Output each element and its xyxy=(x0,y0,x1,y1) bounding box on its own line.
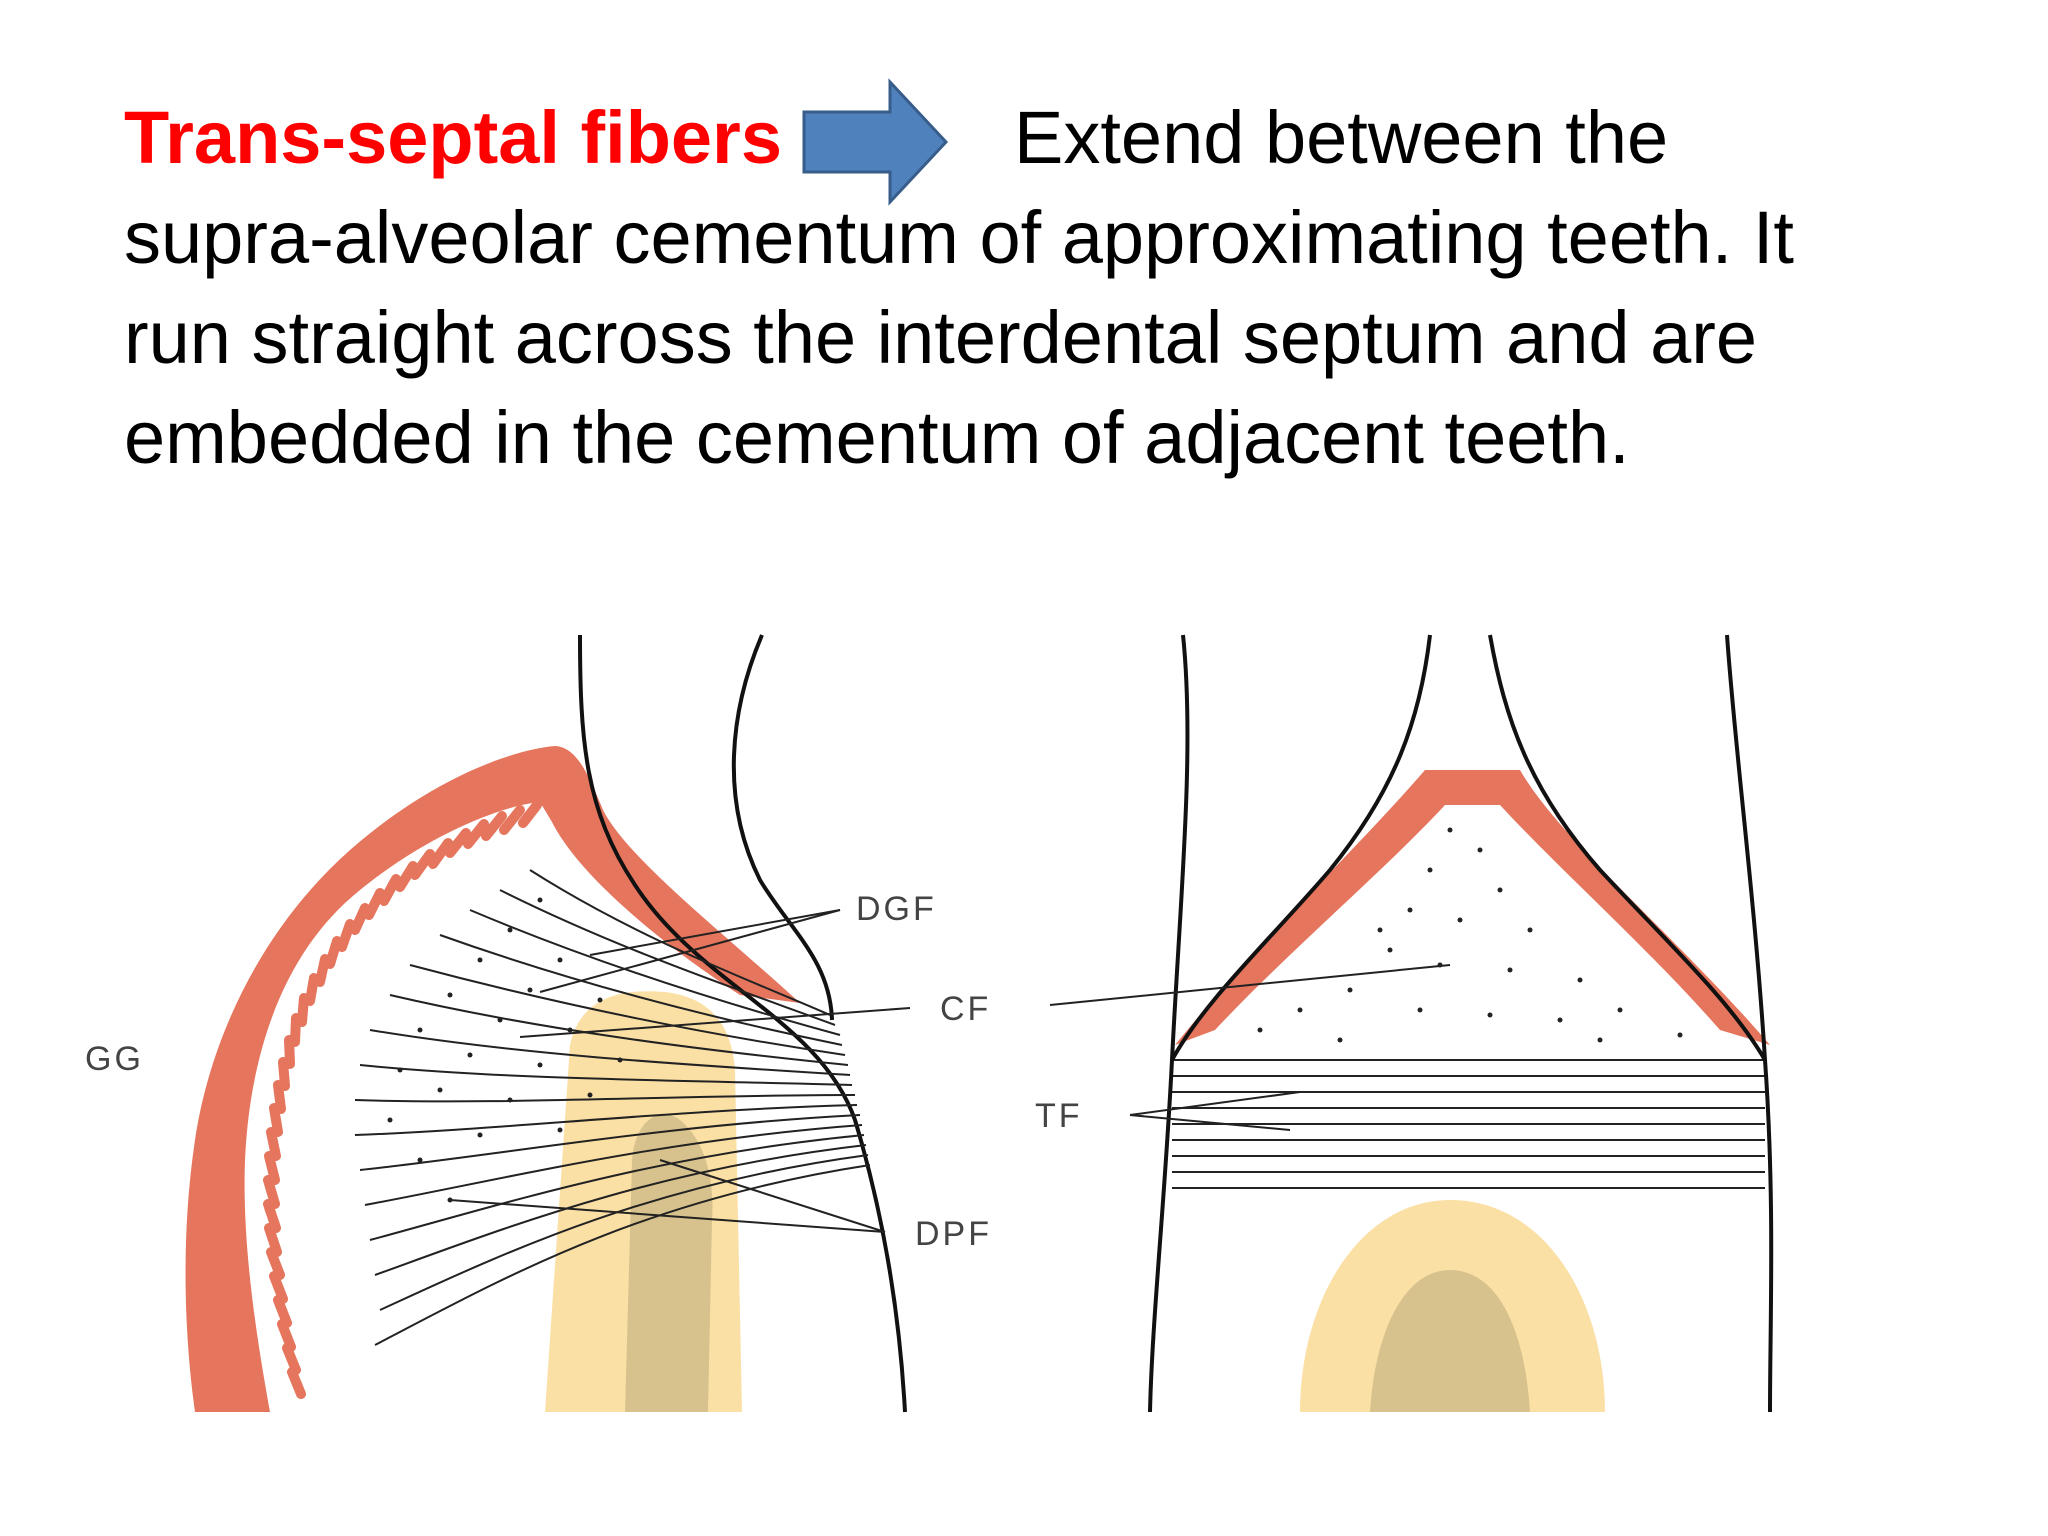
fiber-cross-sections-right xyxy=(1257,827,1683,1043)
text-line-3: run straight across the interdental sept… xyxy=(124,296,1758,379)
collagen-fibers-left xyxy=(354,869,871,1346)
rete-ridges xyxy=(263,800,542,1399)
right-arrow-icon xyxy=(802,78,949,206)
gingival-epithelium-left xyxy=(185,746,800,1412)
col-epithelium xyxy=(1175,770,1770,1045)
gingival-fibers-diagram: GG DGF CF DPF xyxy=(85,634,1774,1413)
right-panel-interproximal-section: TF xyxy=(1035,634,1774,1413)
label-dpf: DPF xyxy=(915,1215,992,1253)
tooth-surface-right-b xyxy=(1170,634,1432,1061)
label-tf: TF xyxy=(1035,1097,1083,1135)
label-cf: CF xyxy=(940,990,991,1028)
bone-marrow-left xyxy=(625,1114,713,1412)
tooth-surface-right-d xyxy=(1725,634,1774,1413)
bone-marrow-right xyxy=(1370,1270,1530,1412)
leader-lines-left xyxy=(449,909,911,1233)
left-panel-vestibular-section: GG DGF CF DPF xyxy=(85,634,992,1413)
fiber-cross-sections-left xyxy=(387,897,623,1203)
leader-lines-right xyxy=(1049,964,1451,1131)
tooth-inner-left xyxy=(731,634,834,1021)
transseptal-fibers xyxy=(1172,1059,1765,1189)
label-dgf: DGF xyxy=(856,890,937,928)
definition-start: Extend between the xyxy=(1014,96,1669,179)
text-line-2: supra-alveolar cementum of approximating… xyxy=(124,196,1794,279)
text-line-4: embedded in the cementum of adjacent tee… xyxy=(124,396,1630,479)
tooth-surface-right-c xyxy=(1488,634,1767,1062)
text-line-1: Trans-septal fibers Extend between the xyxy=(124,88,1944,188)
term-heading: Trans-septal fibers xyxy=(124,96,783,179)
label-gg: GG xyxy=(85,1040,144,1078)
tooth-surface-left xyxy=(578,634,907,1413)
slide-text: Trans-septal fibers Extend between the su… xyxy=(124,88,1944,488)
tooth-surface-right-a xyxy=(1148,634,1190,1413)
